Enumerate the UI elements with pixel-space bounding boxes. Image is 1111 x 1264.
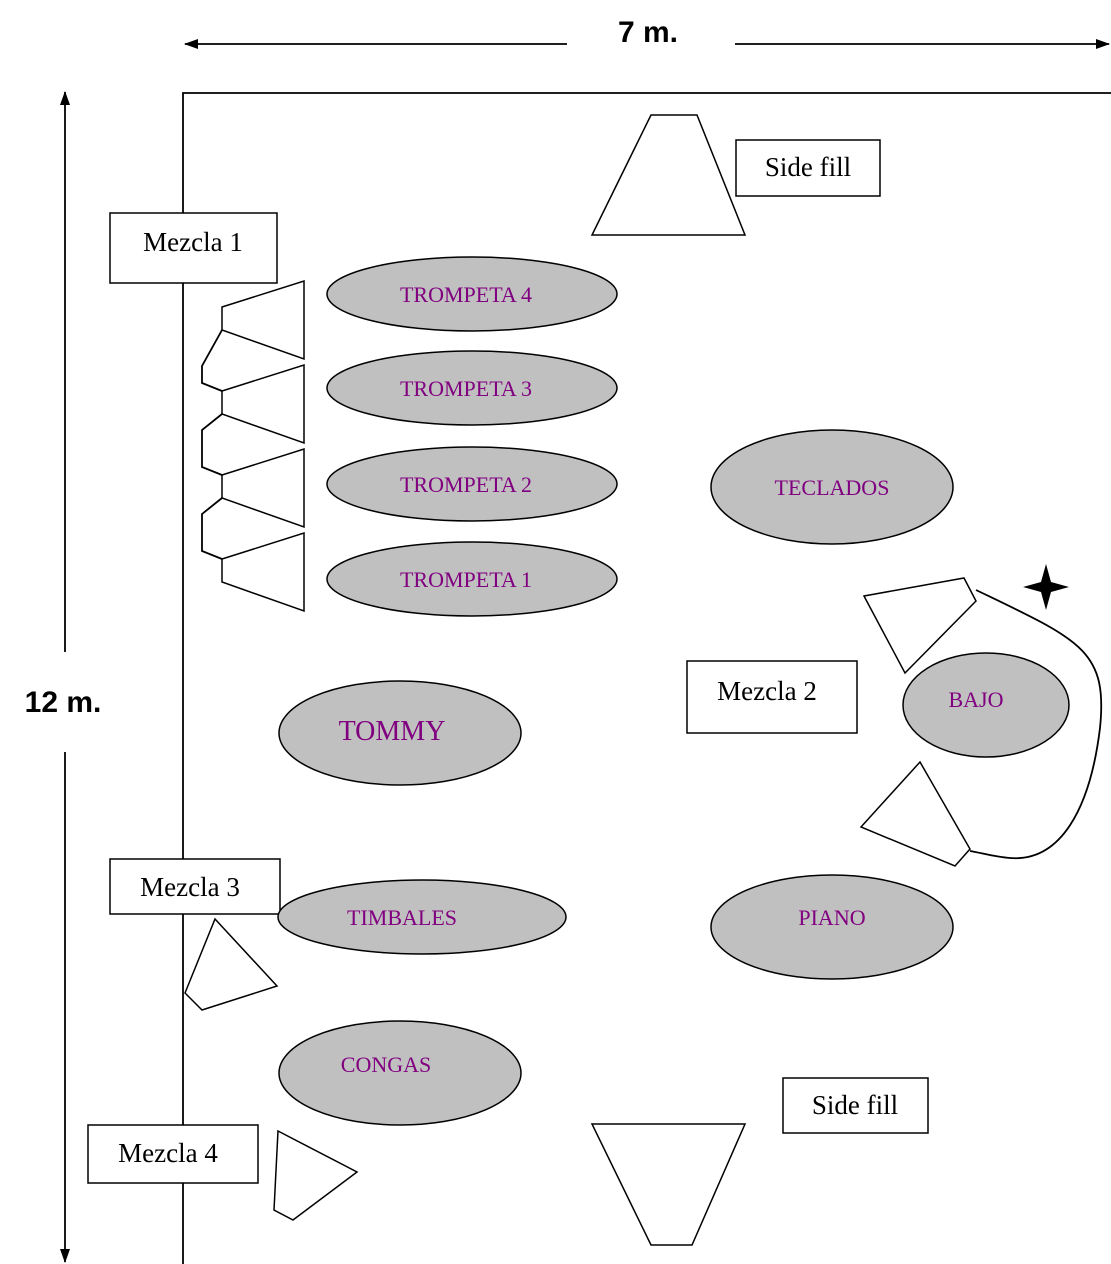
- star-marker-icon: [1023, 564, 1069, 610]
- instrument-teclados: [710, 429, 954, 545]
- instrument-trompeta-1: [326, 541, 618, 617]
- label-tommy: TOMMY: [339, 716, 446, 747]
- instrument-trompeta-3: [326, 350, 618, 426]
- label-piano: PIANO: [798, 905, 865, 930]
- instrument-timbales: [277, 879, 567, 955]
- label-trompeta-3: TROMPETA 3: [400, 376, 532, 401]
- label-trompeta-4: TROMPETA 4: [400, 282, 532, 307]
- side-fill-speaker-top: [590, 114, 747, 236]
- bass-monitor-bottom: [859, 760, 971, 867]
- label-congas: CONGAS: [341, 1052, 431, 1077]
- bass-monitor-top: [862, 577, 977, 675]
- label-trompeta-2: TROMPETA 2: [400, 472, 532, 497]
- side-fill-speaker-bottom: [590, 1123, 747, 1246]
- label-timbales: TIMBALES: [347, 905, 457, 930]
- side-fill-box-top: [735, 139, 881, 197]
- monitor-cable-2: [201, 413, 223, 476]
- side-fill-box-bottom: [782, 1077, 929, 1134]
- monitor-cable-3: [201, 497, 223, 560]
- instrument-congas: [278, 1020, 522, 1126]
- mezcla-1-box: [109, 212, 278, 284]
- label-teclados: TECLADOS: [775, 475, 890, 500]
- wedge-monitor-trompeta-4: [221, 279, 305, 361]
- label-bajo: BAJO: [948, 687, 1003, 712]
- width-label: 7 m.: [618, 16, 678, 49]
- monitor-cable-1: [201, 329, 223, 392]
- wedge-monitor-trompeta-3: [221, 363, 305, 445]
- wedge-monitor-trompeta-2: [221, 447, 305, 529]
- mezcla-4-label: Mezcla 4: [118, 1138, 218, 1168]
- timbales-monitor: [184, 917, 279, 1011]
- wedge-monitor-trompeta-1: [221, 531, 305, 613]
- height-label: 12 m.: [25, 686, 102, 719]
- mezcla-1-label: Mezcla 1: [143, 227, 243, 257]
- side-fill-label-bottom: Side fill: [812, 1090, 898, 1120]
- mezcla-3-label: Mezcla 3: [140, 872, 240, 902]
- instrument-piano: [710, 874, 954, 980]
- instrument-trompeta-2: [326, 446, 618, 522]
- label-trompeta-1: TROMPETA 1: [400, 567, 532, 592]
- mezcla-2-box: [686, 660, 858, 734]
- instrument-bajo: [902, 652, 1070, 758]
- mezcla-2-label: Mezcla 2: [717, 676, 817, 706]
- instrument-trompeta-4: [326, 256, 618, 332]
- instrument-tommy: [278, 680, 522, 786]
- congas-monitor: [273, 1129, 359, 1221]
- mezcla-3-box: [109, 858, 281, 915]
- side-fill-label-top: Side fill: [765, 152, 851, 182]
- mezcla-4-box: [87, 1124, 259, 1184]
- bass-cable: [969, 589, 1103, 859]
